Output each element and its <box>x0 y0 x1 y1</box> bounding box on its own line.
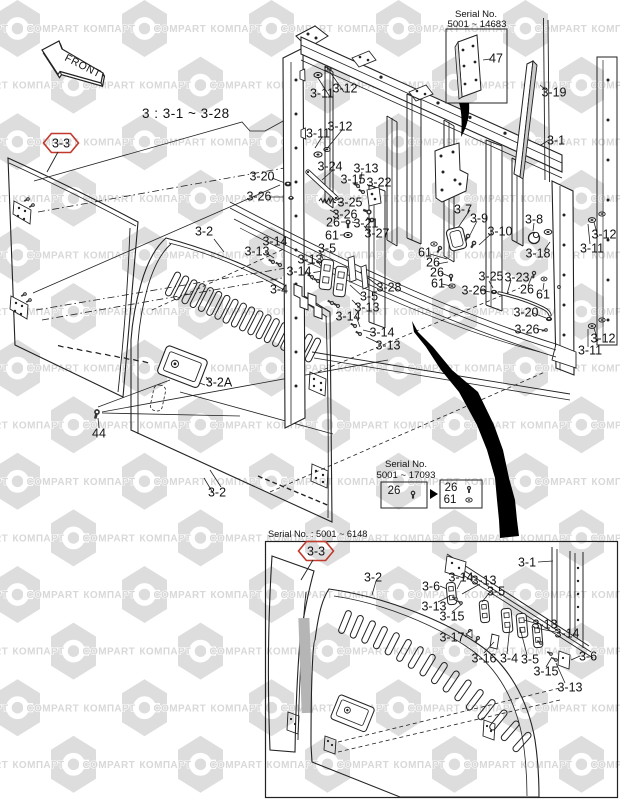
svg-text:3-13: 3-13 <box>375 339 400 353</box>
svg-text:3-18: 3-18 <box>525 247 550 261</box>
svg-text:26: 26 <box>430 266 444 280</box>
svg-text:3-13: 3-13 <box>354 301 379 315</box>
svg-text:61: 61 <box>536 288 550 302</box>
svg-text:3-2: 3-2 <box>195 225 213 239</box>
svg-text:3-11: 3-11 <box>310 87 334 101</box>
svg-text:61: 61 <box>431 277 445 291</box>
svg-text:3-27: 3-27 <box>364 227 389 241</box>
svg-text:3-14: 3-14 <box>262 235 287 249</box>
svg-text:26: 26 <box>520 283 534 297</box>
svg-text:3-3: 3-3 <box>52 137 70 151</box>
svg-text:26: 26 <box>326 216 340 230</box>
svg-text:3-21: 3-21 <box>353 217 378 231</box>
svg-text:61: 61 <box>418 246 432 260</box>
svg-text:3-11: 3-11 <box>306 127 330 141</box>
svg-text:3-4: 3-4 <box>500 652 518 666</box>
svg-text:47: 47 <box>489 52 503 66</box>
svg-text:3-12: 3-12 <box>327 120 352 134</box>
svg-text:3-28: 3-28 <box>376 281 401 295</box>
svg-text:3-13: 3-13 <box>557 681 582 695</box>
svg-text:5001 ~ 14683: 5001 ~ 14683 <box>448 19 507 30</box>
svg-text:3-22: 3-22 <box>366 176 391 190</box>
svg-text:Serial No. : 5001 ~ 6148: Serial No. : 5001 ~ 6148 <box>268 529 367 539</box>
svg-text:3-8: 3-8 <box>525 213 543 227</box>
svg-text:Serial No.: Serial No. <box>455 9 497 20</box>
svg-text:3-13: 3-13 <box>297 253 322 267</box>
svg-text:3-14: 3-14 <box>335 310 360 324</box>
svg-text:3-5: 3-5 <box>487 585 505 599</box>
svg-text:3-1: 3-1 <box>547 134 565 148</box>
svg-text:26: 26 <box>388 485 401 497</box>
svg-text:3-15: 3-15 <box>439 610 464 624</box>
svg-text:3-26: 3-26 <box>461 284 486 298</box>
svg-text:26: 26 <box>445 482 458 494</box>
svg-text:61: 61 <box>444 494 457 506</box>
svg-text:3-5: 3-5 <box>318 242 336 256</box>
svg-text:3-2: 3-2 <box>208 486 226 500</box>
svg-text:3-9: 3-9 <box>470 212 488 226</box>
svg-text:3-2: 3-2 <box>364 571 382 585</box>
svg-text:3-26: 3-26 <box>332 208 357 222</box>
svg-text:3-14: 3-14 <box>286 265 311 279</box>
svg-text:3-12: 3-12 <box>590 332 615 346</box>
svg-text:3-25: 3-25 <box>337 196 362 210</box>
svg-text:3-10: 3-10 <box>487 225 512 239</box>
svg-text:Serial No.: Serial No. <box>385 459 427 470</box>
svg-text:3-3: 3-3 <box>307 545 325 559</box>
svg-text:44: 44 <box>92 427 106 441</box>
svg-text:3 : 3-1 ~ 3-28: 3 : 3-1 ~ 3-28 <box>142 106 230 121</box>
svg-text:3-11: 3-11 <box>580 242 604 256</box>
svg-text:3-15: 3-15 <box>340 173 365 187</box>
svg-text:3-12: 3-12 <box>332 82 357 96</box>
svg-text:3-15: 3-15 <box>533 665 558 679</box>
svg-text:26: 26 <box>426 256 440 270</box>
svg-text:3-13: 3-13 <box>471 574 496 588</box>
svg-text:3-11: 3-11 <box>578 344 602 358</box>
svg-text:3-6: 3-6 <box>579 650 597 664</box>
svg-text:5001 ~ 17093: 5001 ~ 17093 <box>377 470 436 481</box>
svg-text:3-4: 3-4 <box>270 283 288 297</box>
svg-text:3-26: 3-26 <box>246 190 271 204</box>
svg-text:3-5: 3-5 <box>521 653 539 667</box>
svg-text:3-16: 3-16 <box>471 652 496 666</box>
svg-text:3-14: 3-14 <box>554 627 579 641</box>
svg-text:3-20: 3-20 <box>249 170 274 184</box>
svg-text:3-20: 3-20 <box>513 306 538 320</box>
svg-text:3-2A: 3-2A <box>206 376 233 390</box>
svg-text:3-25: 3-25 <box>478 270 503 284</box>
svg-text:3-13: 3-13 <box>532 618 557 632</box>
svg-text:3-5: 3-5 <box>360 290 378 304</box>
svg-text:61: 61 <box>325 229 339 243</box>
svg-text:3-23: 3-23 <box>504 271 529 285</box>
svg-text:3-26: 3-26 <box>514 323 539 337</box>
svg-text:3-19: 3-19 <box>541 86 566 100</box>
svg-text:3-13: 3-13 <box>353 162 378 176</box>
svg-text:3-12: 3-12 <box>591 228 616 242</box>
svg-text:3-1: 3-1 <box>518 556 536 570</box>
svg-text:3-14: 3-14 <box>369 326 394 340</box>
svg-text:3-6: 3-6 <box>422 580 440 594</box>
svg-text:3-17: 3-17 <box>439 631 464 645</box>
svg-text:3-24: 3-24 <box>317 160 342 174</box>
svg-text:3-14: 3-14 <box>448 571 473 585</box>
svg-text:3-13: 3-13 <box>421 600 446 614</box>
svg-text:3-13: 3-13 <box>244 245 269 259</box>
svg-text:3-7: 3-7 <box>454 203 472 217</box>
